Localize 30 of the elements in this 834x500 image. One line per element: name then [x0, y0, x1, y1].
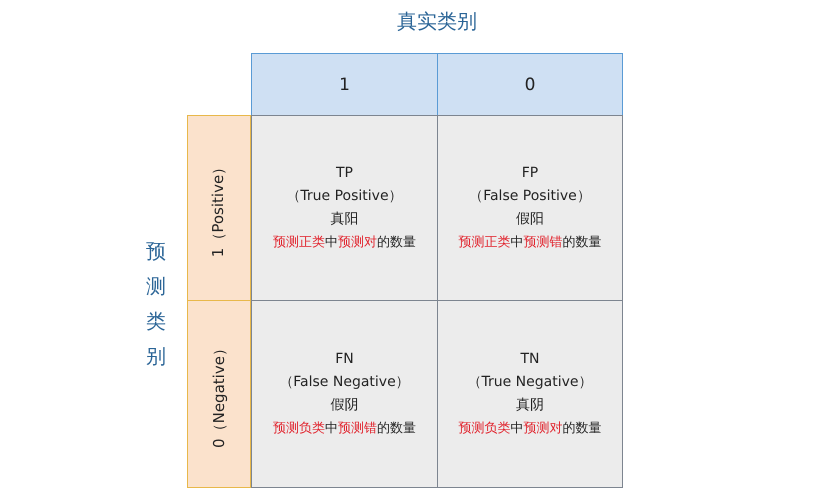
term: （True Negative）: [467, 373, 592, 392]
abbreviation: TN: [520, 350, 540, 369]
chinese-term: 假阳: [516, 210, 544, 229]
description: 预测负类中预测对的数量: [458, 420, 602, 438]
row-header-cell: [187, 115, 251, 301]
term: （False Positive）: [469, 187, 591, 206]
matrix-cell: [437, 300, 623, 488]
header-label: 1（Positive）: [210, 159, 228, 257]
description: 预测正类中预测对的数量: [273, 234, 416, 252]
row-axis-title: 预测类别: [146, 238, 166, 370]
header-label: 0: [524, 74, 536, 94]
description: 预测负类中预测错的数量: [273, 420, 416, 438]
term: （False Negative）: [279, 373, 410, 392]
column-header-cell: [437, 53, 623, 116]
description: 预测正类中预测错的数量: [458, 234, 602, 252]
abbreviation: TP: [336, 164, 353, 183]
column-axis-title: 真实类别: [396, 8, 478, 35]
chinese-term: 假阴: [330, 396, 358, 415]
abbreviation: FN: [335, 350, 354, 369]
matrix-cell: [251, 115, 438, 301]
header-label: 0（Negative）: [210, 340, 228, 448]
chinese-term: 真阴: [516, 396, 544, 415]
column-header-cell: [251, 53, 438, 116]
row-header-cell: [187, 300, 251, 488]
matrix-cell: [437, 115, 623, 301]
header-label: 1: [339, 74, 350, 94]
term: （True Positive）: [286, 187, 403, 206]
abbreviation: FP: [522, 164, 538, 183]
matrix-cell: [251, 300, 438, 488]
chinese-term: 真阳: [330, 210, 358, 229]
